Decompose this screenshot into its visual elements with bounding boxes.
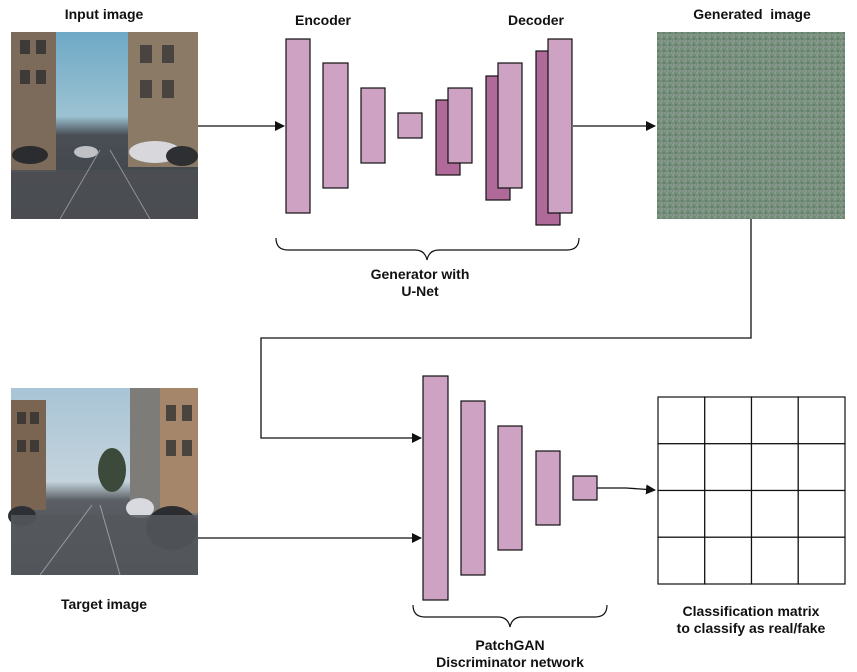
encoder-label: Encoder (294, 12, 351, 28)
input-image-label: Input image (64, 6, 144, 22)
matrix-cell (797, 536, 846, 585)
matrix-cell (750, 489, 799, 538)
target-image-label: Target image (60, 596, 148, 612)
generated-image (657, 32, 845, 219)
matrix-cell (657, 536, 706, 585)
discriminator-layer-2 (460, 400, 486, 576)
matrix-cell (750, 536, 799, 585)
matrix-cell (657, 396, 706, 445)
decoder-layer-1 (447, 87, 473, 164)
classification-label: Classification matrix to classify as rea… (655, 603, 847, 637)
matrix-cell (704, 489, 753, 538)
input-image (11, 32, 198, 220)
generated-image-label: Generated image (693, 6, 811, 22)
encoder-layer-2 (322, 62, 349, 189)
arrow-discriminator-to-matrix (597, 484, 656, 495)
matrix-cell (657, 489, 706, 538)
matrix-cell (704, 443, 753, 492)
matrix-cell (750, 443, 799, 492)
patchgan-label-line1: PatchGAN (475, 637, 545, 653)
decoder-label: Decoder (507, 12, 565, 28)
classification-label-line2: to classify as real/fake (676, 620, 826, 636)
decoder-layer-2 (497, 62, 523, 189)
encoder-layer-1 (285, 38, 311, 214)
generator-label-line2: U-Net (401, 283, 439, 299)
discriminator-layer-4 (535, 450, 561, 526)
bottleneck-layer (397, 112, 423, 139)
arrow-generated-to-discriminator (260, 219, 752, 443)
discriminator-brace (412, 604, 608, 628)
patchgan-label: PatchGAN Discriminator network (420, 637, 600, 671)
discriminator-layer-3 (497, 425, 523, 551)
patchgan-label-line2: Discriminator network (436, 654, 584, 670)
target-image (8, 388, 198, 576)
classification-matrix (657, 396, 846, 585)
matrix-cell (704, 536, 753, 585)
generator-brace (275, 237, 580, 261)
matrix-cell (657, 443, 706, 492)
generator-label: Generator with U-Net (340, 266, 500, 300)
matrix-cell (797, 396, 846, 445)
matrix-cell (750, 396, 799, 445)
generator-label-line1: Generator with (370, 266, 470, 282)
decoder-layer-3 (547, 38, 573, 214)
classification-label-line1: Classification matrix (682, 603, 820, 619)
discriminator-layer-1 (422, 375, 449, 601)
matrix-cell (704, 396, 753, 445)
encoder-layer-3 (360, 87, 386, 164)
discriminator-layer-5 (572, 475, 598, 501)
matrix-cell (797, 489, 846, 538)
matrix-cell (797, 443, 846, 492)
